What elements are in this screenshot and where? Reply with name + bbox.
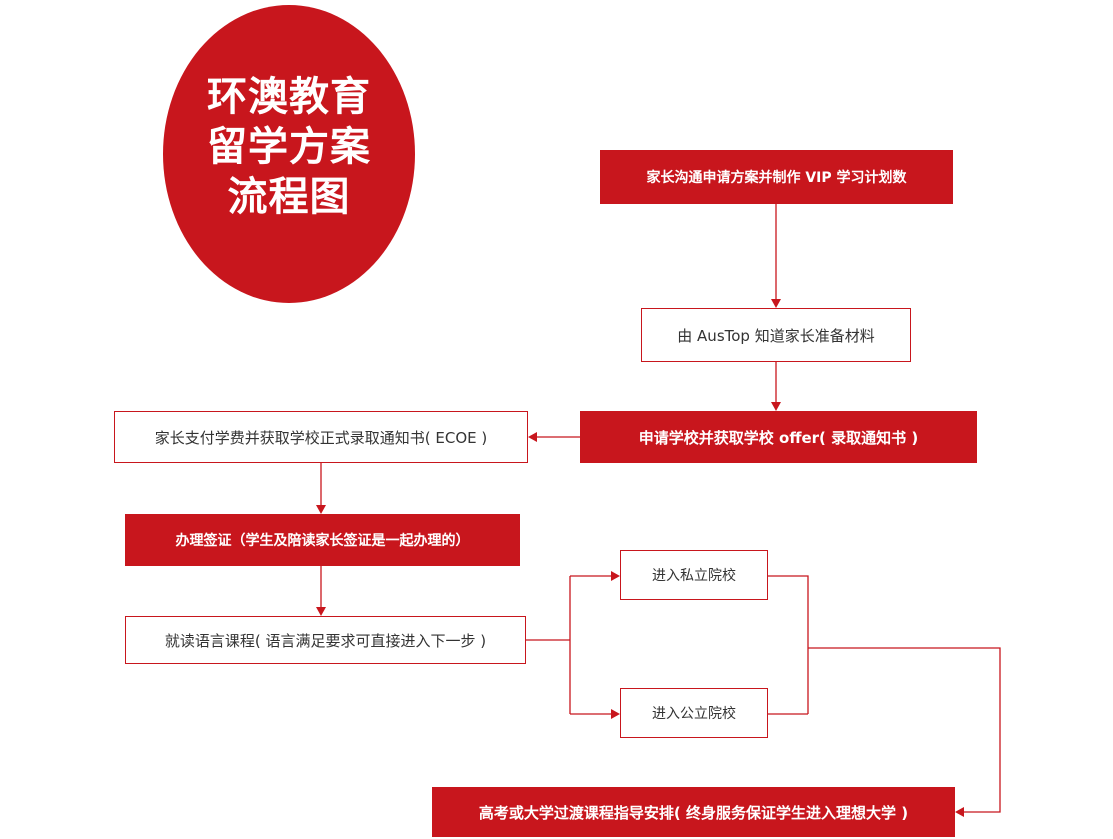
arrowhead-offer [771,402,781,411]
arrowhead-language [316,607,326,616]
arrowhead-materials [771,299,781,308]
arrowhead-visa [316,505,326,514]
title-line-2: 留学方案 [207,124,371,170]
step-pay-tuition: 家长支付学费并获取学校正式录取通知书( ECOE ) [114,411,528,463]
arrowhead-final-step [955,807,964,817]
step-language-course: 就读语言课程( 语言满足要求可直接进入下一步 ) [125,616,526,664]
merge-line-schools [768,575,1001,813]
step-prepare-materials: 由 AusTop 知道家长准备材料 [641,308,911,362]
title-circle: 环澳教育 留学方案 流程图 [163,5,415,303]
branch-line-language [526,576,571,714]
title-line-1: 环澳教育 [207,74,371,120]
title-line-3: 流程图 [227,174,351,220]
step-apply-offer: 申请学校并获取学校 offer( 录取通知书 ) [580,411,977,463]
arrowhead-public-school [611,709,620,719]
step-private-school: 进入私立院校 [620,550,768,600]
step-final: 高考或大学过渡课程指导安排( 终身服务保证学生进入理想大学 ) [432,787,955,837]
arrowhead-tuition [528,432,537,442]
step-public-school: 进入公立院校 [620,688,768,738]
arrowhead-private-school [611,571,620,581]
step-visa: 办理签证（学生及陪读家长签证是一起办理的） [125,514,520,566]
step-communicate: 家长沟通申请方案并制作 VIP 学习计划数 [600,150,953,204]
